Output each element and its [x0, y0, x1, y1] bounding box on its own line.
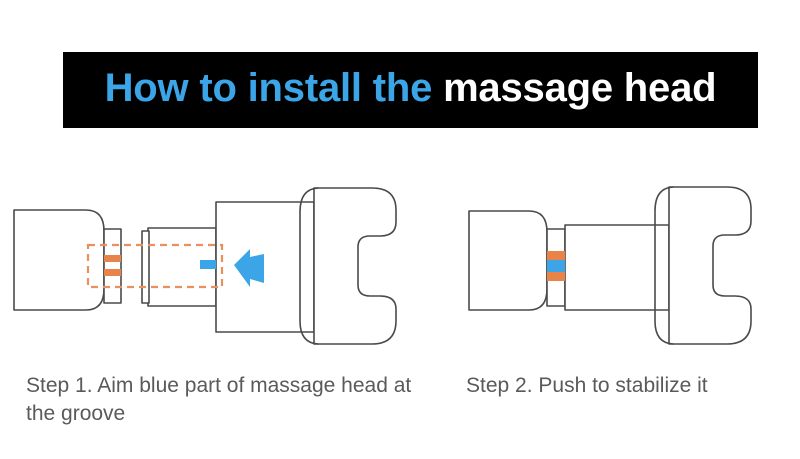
step-2-caption: Step 2. Push to stabilize it — [466, 374, 708, 397]
device-shaft — [564, 224, 670, 311]
fork-attachment-inner — [299, 187, 319, 345]
joint-stripe-blue — [547, 260, 565, 272]
fork-attachment-inner — [654, 186, 674, 345]
fork-attachment-outer — [668, 186, 752, 345]
title-banner: How to install the massage head — [63, 52, 758, 128]
alignment-groove-mark-top — [104, 255, 121, 262]
massage-head-outline — [468, 210, 548, 311]
joint-stripe-orange-top — [547, 251, 565, 260]
page-title-plain: massage head — [443, 66, 717, 110]
push-direction-arrow-icon — [234, 249, 264, 287]
shaft-blue-marker — [200, 260, 216, 269]
massage-head-collar — [103, 228, 122, 304]
step-1-diagram — [0, 175, 420, 365]
joint-stripe-orange-bottom — [547, 272, 565, 281]
page-title-accent: How to install the — [104, 66, 444, 110]
massage-head-outline — [13, 209, 105, 311]
step-2-diagram — [440, 175, 800, 365]
shaft-flange — [141, 230, 150, 304]
alignment-groove-mark-bottom — [104, 269, 121, 276]
alignment-dashed-box — [86, 243, 224, 289]
page-title: How to install the massage head — [105, 68, 717, 108]
fork-attachment-outer — [313, 187, 397, 345]
device-body — [215, 201, 315, 333]
step-1-caption: Step 1. Aim blue part of massage head at… — [26, 374, 412, 425]
